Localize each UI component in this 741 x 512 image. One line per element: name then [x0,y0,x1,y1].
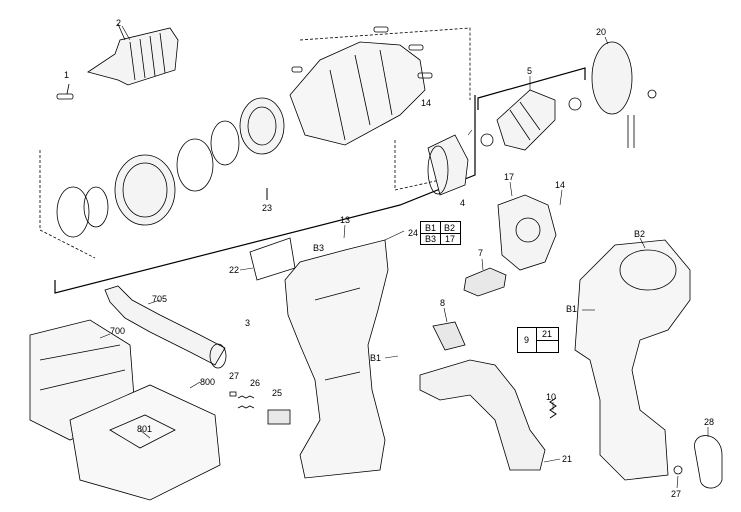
callout-10: 10 [546,392,557,402]
callout-B1-right: B1 [566,304,578,314]
callout-23: 23 [262,203,273,213]
callout-700: 700 [110,326,126,336]
part-B3-housing-half [284,239,389,479]
part-B2-housing-assembled [574,239,691,481]
callout-801: 801 [137,424,153,434]
callout-13: 13 [340,215,351,225]
callout-B2: B2 [634,229,646,239]
callout-705: 705 [152,294,168,304]
callout-B3: B3 [313,243,325,253]
callout-9: 9 [524,335,530,345]
callout-B1-left: B1 [370,353,382,363]
callout-1: 1 [64,70,70,80]
part-800-case-insert [69,384,221,501]
callout-8: 8 [440,298,446,308]
callout-3: 3 [245,318,251,328]
callout-24: 24 [408,228,419,238]
callout-5: 5 [527,66,533,76]
part-14-gear-assembly [289,26,433,146]
callout-26: 26 [250,378,261,388]
part-9-switch-assembly [419,359,546,471]
part-20-brush-plate [591,41,657,148]
callout-14-plate: 14 [555,180,566,190]
callout-4: 4 [460,198,466,208]
part-4-motor-sleeve [427,134,469,196]
kit-24-b1: B1 [425,223,437,233]
callout-27-right: 27 [671,489,682,499]
kit-24-b3: B3 [425,234,437,244]
motor-bracket [477,67,586,110]
part-5-armature [480,89,582,151]
callout-28: 28 [704,417,715,427]
gearbox-bracket [54,95,476,294]
callout-2: 2 [116,18,122,28]
part-17-end-plate [497,194,557,271]
kit-table-9: 9 21 [517,327,559,353]
part-1-screw [56,83,74,100]
callout-17: 17 [504,172,515,182]
kit-table-24: B1 B2 B3 17 [420,221,461,245]
callout-21: 21 [562,454,573,464]
part-8-trigger-cap [432,321,466,351]
part-22-nameplate [249,237,296,281]
part-705-side-handle [104,285,227,369]
part-gear-housing-rings [56,97,285,238]
part-28-belt-clip [694,435,723,489]
part-2-chuck [87,23,179,86]
callout-20: 20 [596,27,607,37]
callout-14-gears: 14 [421,98,432,108]
callout-800: 800 [200,377,216,387]
leader-lines [99,25,709,489]
part-25-26-27-small-parts [229,391,683,475]
kit-24-b2: B2 [444,223,456,233]
kit-24-17: 17 [445,234,456,244]
kit-9-21: 21 [542,329,553,339]
gearbox-group-outline [39,27,471,259]
callout-25: 25 [272,388,283,398]
callout-7: 7 [478,248,484,258]
callout-22: 22 [229,265,240,275]
part-7-switch-block [463,267,507,297]
callout-27-left: 27 [229,371,240,381]
